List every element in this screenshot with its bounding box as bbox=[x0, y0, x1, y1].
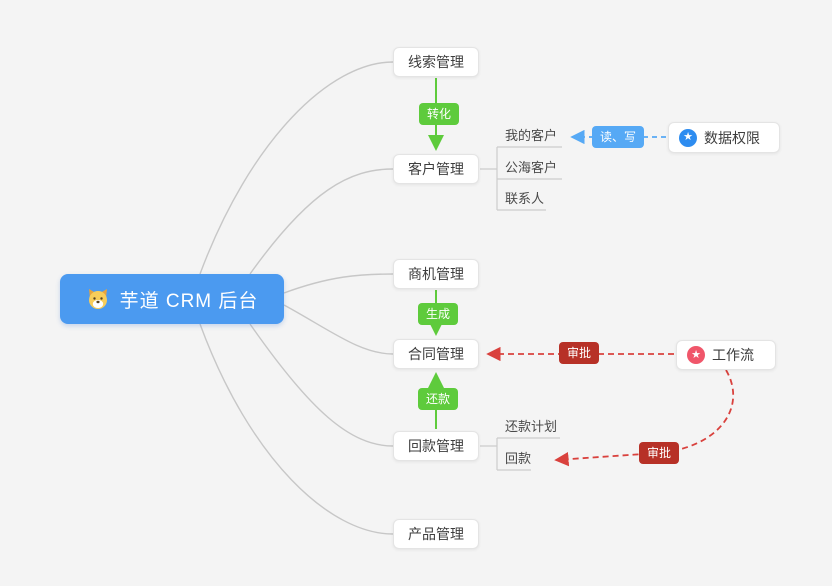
edge-root-products bbox=[199, 323, 394, 535]
node-label: 回款管理 bbox=[408, 438, 464, 454]
child-contacts[interactable]: 联系人 bbox=[505, 191, 545, 206]
badge-read-write[interactable]: 读、写 bbox=[592, 126, 645, 148]
edge-root-contracts bbox=[283, 304, 394, 355]
edge-root-opportunities bbox=[283, 273, 394, 294]
node-contract-management[interactable]: 合同管理 bbox=[393, 339, 479, 369]
star-icon: ★ bbox=[687, 346, 705, 364]
badge-generate[interactable]: 生成 bbox=[418, 303, 459, 325]
child-my-customers[interactable]: 我的客户 bbox=[505, 128, 558, 143]
node-label: 工作流 bbox=[712, 347, 754, 363]
node-label: 合同管理 bbox=[408, 346, 464, 362]
root-node-label: 芋道 CRM 后台 bbox=[119, 290, 259, 312]
node-label: 客户管理 bbox=[408, 161, 464, 177]
node-customer-management[interactable]: 客户管理 bbox=[393, 154, 479, 184]
dog-icon bbox=[86, 287, 110, 311]
child-public-customers[interactable]: 公海客户 bbox=[505, 160, 558, 175]
node-label: 数据权限 bbox=[704, 129, 760, 146]
node-label: 线索管理 bbox=[408, 54, 464, 70]
node-workflow[interactable]: ★ 工作流 bbox=[676, 340, 776, 370]
node-receivable-management[interactable]: 回款管理 bbox=[393, 431, 479, 461]
root-node-crm-backend[interactable]: 芋道 CRM 后台 bbox=[60, 274, 284, 324]
node-leads-management[interactable]: 线索管理 bbox=[393, 47, 479, 77]
edge-root-customers bbox=[249, 168, 394, 275]
node-label: 商机管理 bbox=[408, 266, 464, 282]
star-icon: ★ bbox=[679, 128, 697, 147]
child-receivable[interactable]: 回款 bbox=[505, 451, 532, 466]
node-product-management[interactable]: 产品管理 bbox=[393, 519, 479, 549]
badge-approve-receivable[interactable]: 审批 bbox=[639, 442, 680, 464]
edge-root-leads bbox=[199, 61, 394, 275]
badge-approve-contract[interactable]: 审批 bbox=[559, 342, 600, 364]
node-data-permission[interactable]: ★ 数据权限 bbox=[668, 122, 780, 153]
node-label: 产品管理 bbox=[408, 526, 464, 542]
edge-root-receivables bbox=[249, 323, 394, 447]
badge-convert[interactable]: 转化 bbox=[419, 103, 460, 125]
badge-repay[interactable]: 还款 bbox=[418, 388, 459, 410]
child-repayment-plan[interactable]: 还款计划 bbox=[505, 419, 558, 434]
node-opportunity-management[interactable]: 商机管理 bbox=[393, 259, 479, 289]
